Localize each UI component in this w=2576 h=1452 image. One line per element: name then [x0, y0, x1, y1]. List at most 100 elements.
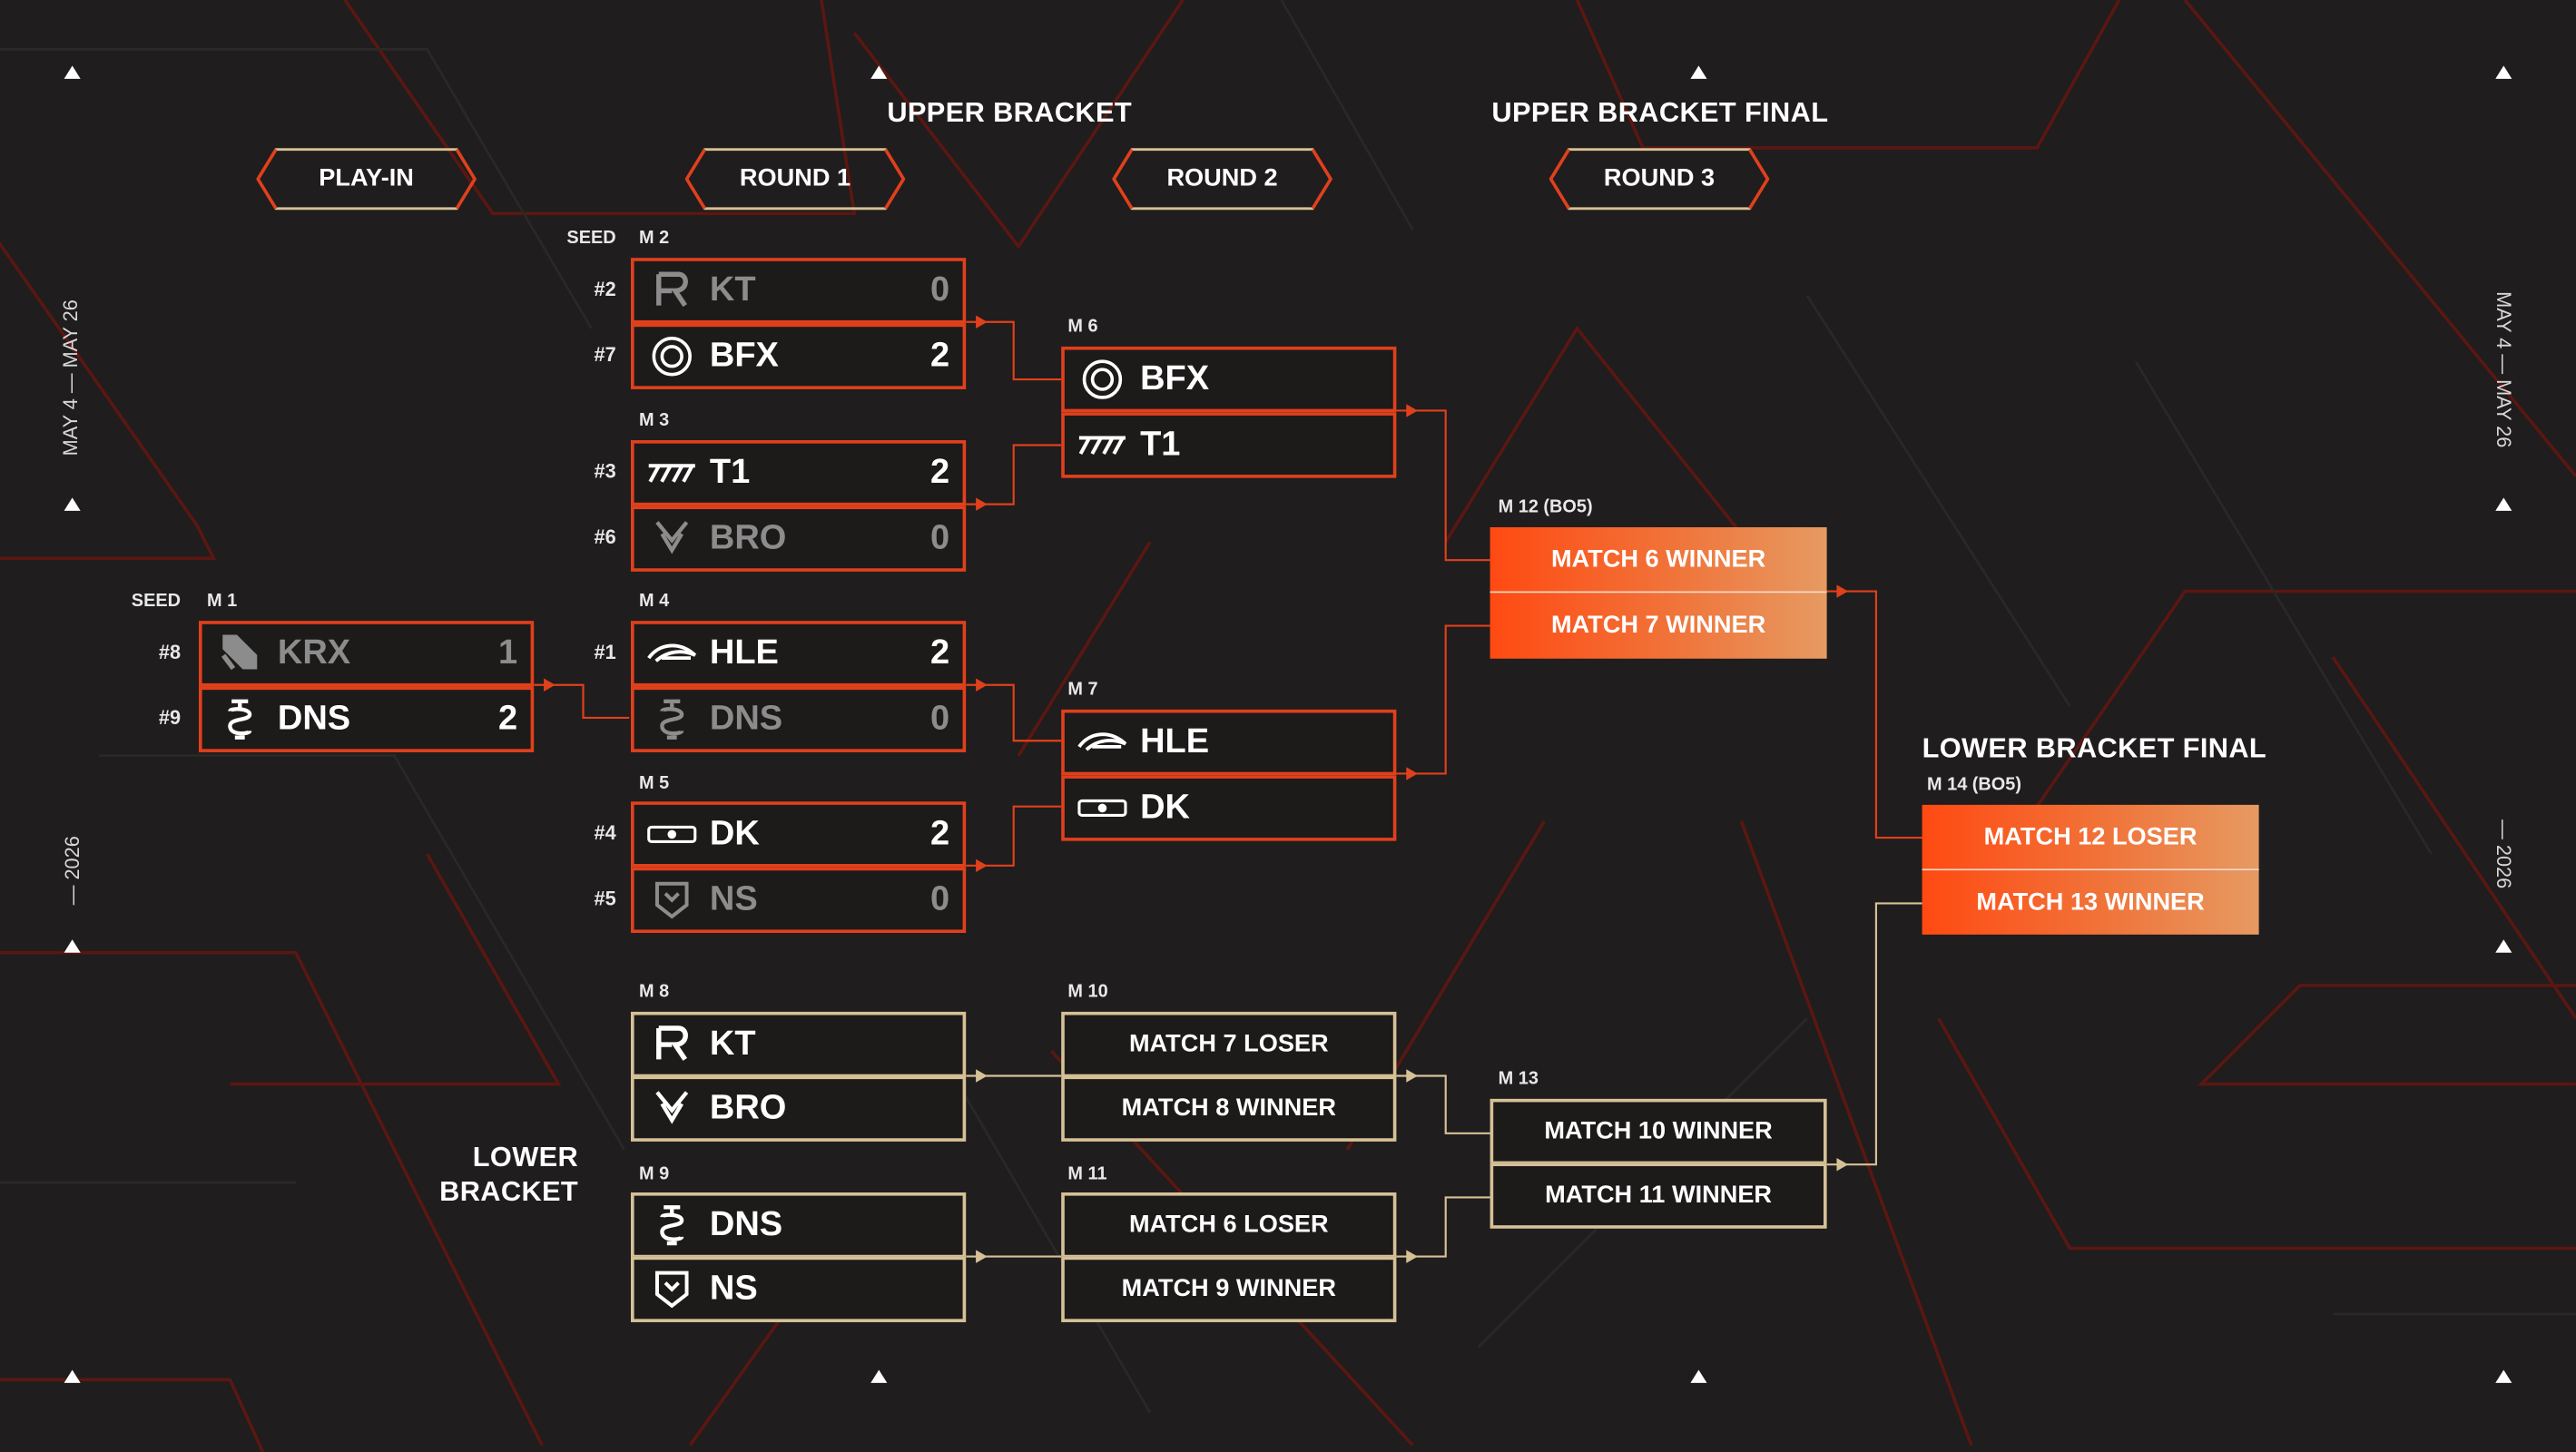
ns-logo-icon	[647, 1265, 696, 1314]
team-score: 2	[929, 453, 950, 492]
team-name: DK	[709, 814, 760, 853]
triangle-marker-icon	[2495, 497, 2512, 511]
match-label-m12: M 12 (BO5)	[1498, 497, 1593, 518]
slot-m12-bottom[interactable]: MATCH 7 WINNER	[1490, 593, 1827, 659]
hle-logo-icon	[647, 629, 697, 678]
t1-logo-icon	[647, 448, 696, 497]
round-pill-label: ROUND 1	[739, 163, 851, 192]
match-label-m10: M 10	[1067, 982, 1108, 1003]
team-name: DK	[1140, 788, 1190, 827]
side-date-left-top: MAY 4 — MAY 26	[59, 299, 83, 456]
team-name: NS	[709, 880, 758, 918]
team-row-m5-dk[interactable]: DK 2	[631, 801, 967, 868]
team-name: DNS	[709, 700, 783, 738]
team-name: T1	[709, 453, 751, 492]
team-row-m3-t1[interactable]: T1 2	[631, 440, 967, 506]
match-label-m5: M 5	[639, 773, 670, 794]
team-row-m4-hle[interactable]: HLE 2	[631, 621, 967, 687]
match-label-m11: M 11	[1067, 1164, 1107, 1184]
team-name: KRX	[277, 633, 351, 672]
team-name: KT	[709, 270, 756, 309]
triangle-marker-icon	[2495, 1369, 2512, 1383]
seed-label: SEED	[131, 591, 182, 612]
team-name: BRO	[709, 518, 787, 557]
team-row-m5-ns[interactable]: NS 0	[631, 867, 967, 934]
slot-m12-top[interactable]: MATCH 6 WINNER	[1490, 526, 1827, 594]
match-label-m1: M 1	[207, 591, 238, 612]
bfx-logo-icon	[647, 332, 696, 381]
t1-logo-icon	[1077, 420, 1126, 469]
slot-m14-top[interactable]: MATCH 12 LOSER	[1922, 804, 2259, 871]
dns-logo-icon	[647, 695, 696, 744]
hle-logo-icon	[1077, 718, 1127, 767]
team-row-m9-dns[interactable]: DNS	[631, 1192, 967, 1259]
dk-logo-icon	[1077, 783, 1127, 832]
round-pill-play-in[interactable]: PLAY-IN	[256, 148, 477, 211]
team-row-m1-dns[interactable]: DNS 2	[198, 686, 535, 752]
slot-m11-bottom[interactable]: MATCH 9 WINNER	[1061, 1256, 1397, 1322]
team-row-m4-dns[interactable]: DNS 0	[631, 686, 967, 752]
team-row-m2-kt[interactable]: KT 0	[631, 258, 967, 324]
slot-m14-bottom[interactable]: MATCH 13 WINNER	[1922, 870, 2259, 935]
team-row-m3-bro[interactable]: BRO 0	[631, 505, 967, 572]
slot-m11-top[interactable]: MATCH 6 LOSER	[1061, 1192, 1397, 1259]
round-pill-label: ROUND 3	[1603, 163, 1716, 192]
team-score: 0	[929, 700, 950, 738]
match-label-m2: M 2	[639, 228, 670, 249]
side-date-left-bottom: — 2026	[60, 836, 84, 906]
lower-bracket-final-title: LOWER BRACKET FINAL	[1922, 732, 2267, 764]
slot-m10-bottom[interactable]: MATCH 8 WINNER	[1061, 1075, 1397, 1142]
slot-m13-top[interactable]: MATCH 10 WINNER	[1490, 1098, 1827, 1165]
round-pill-round3[interactable]: ROUND 3	[1549, 148, 1770, 211]
slot-m10-top[interactable]: MATCH 7 LOSER	[1061, 1011, 1397, 1078]
round-pill-round1[interactable]: ROUND 1	[684, 148, 906, 211]
team-row-m6-bfx[interactable]: BFX	[1061, 346, 1397, 413]
team-row-m9-ns[interactable]: NS	[631, 1256, 967, 1322]
slot-m13-bottom[interactable]: MATCH 11 WINNER	[1490, 1163, 1827, 1229]
side-date-right-bottom: — 2026	[2492, 819, 2515, 889]
seed-number: #4	[594, 820, 616, 845]
triangle-marker-icon	[870, 65, 888, 79]
upper-bracket-title: UPPER BRACKET	[887, 96, 1133, 129]
triangle-marker-icon	[64, 939, 81, 953]
triangle-marker-icon	[2495, 939, 2512, 953]
ns-logo-icon	[647, 876, 696, 925]
triangle-marker-icon	[870, 1369, 888, 1383]
bro-logo-icon	[647, 514, 696, 563]
round-pill-round2[interactable]: ROUND 2	[1112, 148, 1332, 211]
round-pill-label: PLAY-IN	[319, 163, 414, 192]
team-row-m7-dk[interactable]: DK	[1061, 775, 1397, 841]
lower-bracket-title-line1: LOWER	[472, 1141, 579, 1173]
seed-number: #7	[594, 343, 616, 367]
team-row-m2-bfx[interactable]: BFX 2	[631, 323, 967, 389]
bro-logo-icon	[647, 1084, 696, 1133]
team-row-m6-t1[interactable]: T1	[1061, 412, 1397, 478]
team-score: 0	[929, 518, 950, 557]
team-row-m8-kt[interactable]: KT	[631, 1011, 967, 1078]
team-score: 2	[929, 633, 950, 672]
match-label-m6: M 6	[1067, 317, 1098, 338]
team-name: HLE	[1140, 722, 1210, 760]
team-score: 0	[929, 880, 950, 918]
seed-number: #5	[594, 887, 616, 910]
match-label-m8: M 8	[639, 982, 670, 1003]
team-score: 1	[497, 633, 518, 672]
triangle-marker-icon	[64, 497, 81, 511]
team-score: 2	[929, 337, 950, 375]
round-pill-label: ROUND 2	[1166, 163, 1278, 192]
seed-number: #9	[158, 706, 182, 730]
match-label-m9: M 9	[639, 1164, 670, 1184]
team-row-m7-hle[interactable]: HLE	[1061, 709, 1397, 776]
krx-logo-icon	[215, 629, 264, 678]
seed-number: #8	[158, 640, 182, 664]
match-label-m7: M 7	[1067, 680, 1098, 701]
team-row-m8-bro[interactable]: BRO	[631, 1075, 967, 1142]
team-name: DNS	[277, 700, 351, 738]
team-name: DNS	[709, 1205, 783, 1244]
team-name: BRO	[709, 1088, 787, 1127]
team-row-m1-krx[interactable]: KRX 1	[198, 621, 535, 687]
triangle-marker-icon	[64, 65, 81, 79]
